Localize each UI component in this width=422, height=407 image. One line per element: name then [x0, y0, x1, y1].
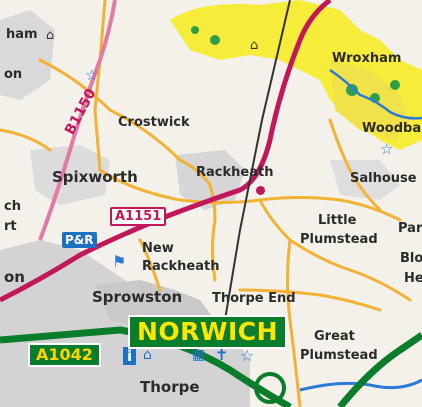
urban-salhouse	[330, 160, 400, 200]
label-new-rackheath: Rackheath	[142, 259, 220, 274]
label-horsham-partial: ham	[6, 27, 38, 42]
label-woodbastwick: Woodba	[362, 121, 422, 136]
info-icon: i	[123, 347, 137, 365]
river-yare	[299, 378, 422, 392]
label-right-he: He	[404, 271, 422, 286]
a47-road	[337, 332, 422, 407]
church-icon: ⌂	[46, 28, 55, 43]
wood-1	[346, 84, 358, 96]
label-thorpe-end: Thorpe End	[212, 291, 296, 306]
label-left-on-2: on	[4, 268, 25, 286]
label-right-blo: Blo	[400, 251, 422, 266]
river-bure	[329, 68, 422, 120]
label-great-plumstead: Plumstead	[300, 348, 378, 363]
rackheath-station-icon	[256, 186, 265, 195]
wood-5	[191, 26, 199, 34]
church-icon-2: ⌂	[250, 38, 259, 53]
park-and-ride-badge: P&R	[62, 232, 97, 248]
b1150-road	[38, 0, 117, 241]
label-new: New	[142, 241, 174, 256]
minor-roads	[0, 0, 412, 407]
wood-3	[390, 80, 400, 90]
label-spixworth: Spixworth	[52, 168, 138, 186]
museum-icon: ⌂	[143, 347, 152, 363]
building-icon: ▦	[192, 347, 206, 363]
label-little: Little	[318, 213, 357, 228]
label-left-ch: ch	[4, 199, 21, 214]
roundabout	[254, 372, 286, 404]
urban-spixworth	[30, 145, 110, 205]
label-left-on-1: on	[4, 67, 23, 82]
star-icon-3: ☆	[240, 346, 255, 365]
label-left-rt: rt	[4, 219, 17, 234]
a1151-shield: A1151	[110, 207, 167, 226]
cross-icon: ✝	[215, 345, 229, 364]
label-little-plumstead: Plumstead	[300, 232, 378, 247]
label-crostwick: Crostwick	[118, 115, 190, 130]
label-salhouse: Salhouse	[350, 171, 417, 186]
a1042-shield: A1042	[28, 343, 101, 367]
label-great: Great	[314, 329, 355, 344]
label-thorpe: Thorpe	[140, 378, 200, 396]
urban-left	[0, 10, 55, 100]
label-right-par: Par	[398, 221, 422, 236]
label-rackheath: Rackheath	[196, 165, 274, 180]
golf-icon: ⚑	[112, 252, 127, 271]
norwich-label: NORWICH	[128, 315, 288, 350]
label-sprowston: Sprowston	[92, 288, 183, 306]
railway	[224, 0, 291, 321]
wood-4	[210, 35, 220, 45]
a1151-road	[0, 0, 332, 303]
label-wroxham: Wroxham	[332, 51, 402, 66]
star-icon: ☆	[85, 66, 99, 84]
star-icon-2: ☆	[380, 140, 394, 158]
